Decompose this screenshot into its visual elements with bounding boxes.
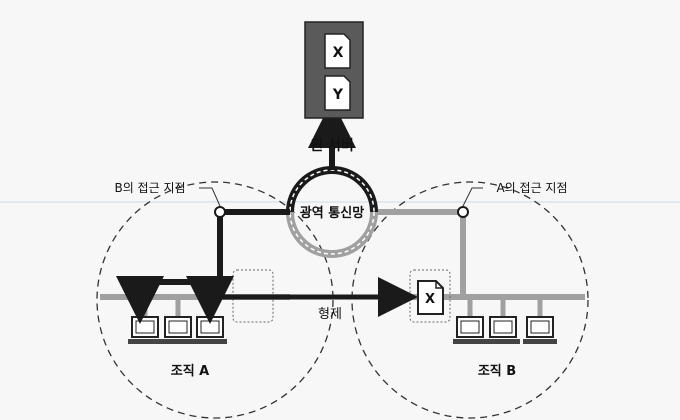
access-point-b (214, 206, 226, 218)
org-b-boundary (351, 181, 589, 419)
org-a-label: 조직 A (171, 363, 210, 379)
org-a-computers (128, 316, 227, 344)
computer-icon (453, 316, 487, 344)
org-b-label: 조직 B (478, 363, 516, 379)
access-point-a-label: A의 접근 지점 (496, 181, 567, 195)
request-path-to-computer-2 (186, 276, 234, 324)
access-point-a (457, 206, 469, 218)
sibling-label: 형제 (318, 307, 342, 322)
computer-icon (193, 316, 227, 344)
org-b-drops (467, 297, 543, 316)
request-path-to-computer (116, 212, 223, 324)
access-point-b-label: B의 접근 지점 (114, 181, 185, 195)
cached-document-icon (417, 280, 444, 315)
access-a-leader (462, 187, 483, 207)
computer-icon (486, 316, 520, 344)
org-a-boundary (96, 181, 334, 419)
computer-icon (523, 316, 557, 344)
computer-icon (128, 316, 162, 344)
cached-file-label: X (425, 292, 435, 307)
computer-icon (161, 316, 195, 344)
server-file-y-label: Y (332, 87, 344, 103)
wan-label: 광역 통신망 (300, 205, 364, 221)
access-b-leader (199, 187, 221, 207)
origin-server-label: 원 서버 (310, 137, 354, 154)
server-file-x-label: X (333, 45, 344, 61)
org-b-computers (453, 316, 557, 344)
origin-server-icon (304, 21, 364, 119)
